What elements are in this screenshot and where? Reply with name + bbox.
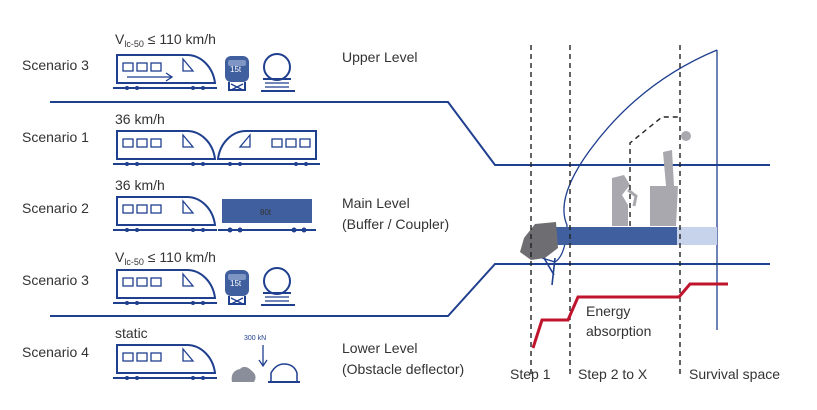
- energy-absorption-label: Energy: [586, 303, 630, 319]
- obstacle-debris-icon: [231, 366, 256, 382]
- scenario-4-train-icon: [112, 344, 218, 381]
- scenario-3-top-tanker-icon: [260, 53, 296, 92]
- scenario-1-speed: 36 km/h: [115, 111, 165, 127]
- coupler-head-icon: [520, 222, 558, 260]
- scenario-2-train-icon: [112, 196, 218, 233]
- scenario-3-bottom-mass: 15t: [230, 279, 242, 288]
- buffer-coupler-block: [556, 227, 677, 245]
- main-level-sublabel: (Buffer / Coupler): [342, 216, 449, 232]
- survival-dashed-outline: [629, 116, 680, 226]
- scenario-3-top-speed: Vlc-50 ≤ 110 km/h: [115, 31, 216, 49]
- survival-space-block: [675, 227, 717, 245]
- step-2-label: Step 2 to X: [578, 366, 648, 382]
- lower-level-sublabel: (Obstacle deflector): [342, 361, 464, 377]
- scenario-1-train-right-icon: [215, 130, 321, 167]
- force-arrow-icon: [258, 345, 268, 368]
- driver-seat-icon: [612, 175, 638, 226]
- obstacle-car-icon: [268, 363, 300, 383]
- direction-arrow-icon: [127, 72, 174, 82]
- passenger-seat-icon: [650, 131, 691, 226]
- scenario-2-speed: 36 km/h: [115, 177, 165, 193]
- scenario-1-label: Scenario 1: [22, 129, 89, 145]
- obstacle-deflector-icon: [543, 257, 556, 286]
- scenario-3-top-label: Scenario 3: [22, 57, 89, 73]
- scenario-3-bottom-train-icon: [112, 269, 218, 306]
- main-level-label: Main Level: [342, 195, 410, 211]
- upper-level-label: Upper Level: [342, 49, 418, 65]
- lower-level-boundary: [50, 263, 770, 317]
- scenario-3-bottom-label: Scenario 3: [22, 272, 89, 288]
- scenario-2-freight-wagon-icon: [218, 199, 316, 233]
- scenario-1-train-left-icon: [112, 130, 218, 167]
- lower-level-label: Lower Level: [342, 340, 418, 356]
- scenario-4-label: Scenario 4: [22, 344, 89, 360]
- scenario-2-wagon-mass: 80t: [260, 208, 272, 217]
- scenario-4-force: 300 kN: [244, 335, 266, 342]
- upper-level-boundary: [50, 101, 770, 166]
- step-1-label: Step 1: [510, 366, 551, 382]
- energy-absorption-label-2: absorption: [586, 323, 651, 339]
- scenario-3-top-train-icon: [112, 54, 218, 91]
- scenario-3-bottom-speed: Vlc-50 ≤ 110 km/h: [115, 249, 216, 267]
- scenario-3-bottom-tanker-icon: [260, 267, 296, 306]
- survival-space-label: Survival space: [689, 366, 780, 382]
- scenario-2-label: Scenario 2: [22, 200, 89, 216]
- scenario-4-speed: static: [115, 325, 148, 341]
- energy-absorption-curve: [531, 282, 728, 349]
- scenario-3-top-mass: 15t: [230, 65, 242, 74]
